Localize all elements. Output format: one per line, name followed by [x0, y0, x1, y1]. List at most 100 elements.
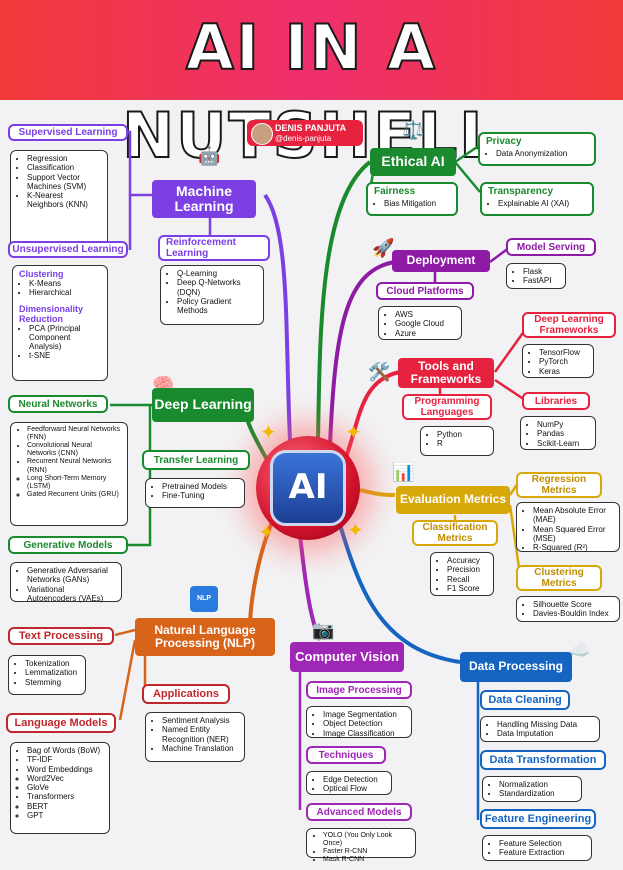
supervised-learning-header: Supervised Learning [8, 124, 128, 141]
list-item: R-Squared (R²) [533, 543, 613, 552]
image-processing-list: Image Segmentation Object Detection Imag… [306, 706, 412, 738]
list-item: Stemming [25, 678, 79, 687]
list-item: BERT [27, 802, 103, 811]
data-transformation-list: Normalization Standardization [482, 776, 582, 802]
list-item: Explainable AI (XAI) [498, 199, 586, 208]
sparkle-icon: ✦ [260, 422, 277, 444]
reinforcement-learning-header: Reinforcement Learning [158, 235, 270, 261]
generative-models-header: Generative Models [8, 536, 128, 554]
list-item: Keras [539, 367, 587, 376]
ml-title: Machine Learning [152, 180, 256, 218]
model-serving-list: Flask FastAPI [506, 263, 566, 289]
list-item: Feedforward Neural Networks (FNN) [27, 426, 121, 442]
text-processing-header: Text Processing [8, 627, 114, 645]
dp-title: Data Processing [460, 652, 572, 682]
list-item: Lemmatization [25, 668, 79, 677]
list-item: GPT [27, 811, 103, 820]
list-item: Policy Gradient Methods [177, 297, 257, 316]
list-item: Image Classification [323, 729, 405, 738]
model-serving-header: Model Serving [506, 238, 596, 256]
advanced-models-list: YOLO (You Only Look Once) Faster R-CNN M… [306, 828, 416, 863]
list-item: Fine-Tuning [162, 491, 238, 500]
list-item: Google Cloud [395, 319, 455, 328]
privacy-box: Privacy Data Anonymization [478, 132, 596, 166]
nlp-icon: NLP [190, 586, 218, 612]
ai-chip-icon: AI [270, 450, 346, 526]
data-cleaning-header: Data Cleaning [480, 690, 570, 710]
clustering-metrics-list: Silhouette Score Davies-Bouldin Index [516, 596, 620, 622]
list-item: R [437, 439, 487, 448]
list-item: Word Embeddings [27, 765, 103, 774]
language-models-header: Language Models [6, 713, 116, 733]
ai-center-label: AI [288, 467, 328, 507]
list-item: Mask R-CNN [323, 856, 409, 864]
author-badge: DENIS PANJUTA @denis-panjuta [247, 120, 363, 146]
language-models-list: Bag of Words (BoW) TF-IDF Word Embedding… [10, 742, 110, 834]
list-item: Mean Absolute Error (MAE) [533, 506, 613, 525]
dl-frameworks-header: Deep Learning Frameworks [522, 312, 616, 338]
list-item: Data Imputation [497, 729, 593, 738]
list-item: TensorFlow [539, 348, 587, 357]
feature-engineering-list: Feature Selection Feature Extraction [482, 835, 592, 861]
advanced-models-header: Advanced Models [306, 803, 412, 821]
transparency-header: Transparency [488, 186, 554, 197]
list-item: Recurrent Neural Networks (RNN) [27, 458, 121, 474]
list-item: Support Vector Machines (SVM) [27, 173, 101, 192]
list-item: Machine Translation [162, 744, 238, 753]
list-item: Faster R-CNN [323, 848, 409, 856]
privacy-header: Privacy [486, 136, 522, 147]
list-item: PCA (Principal Component Analysis) [29, 324, 101, 352]
list-item: Normalization [499, 780, 575, 789]
list-item: Precision [447, 565, 487, 574]
dl-frameworks-list: TensorFlow PyTorch Keras [522, 344, 594, 378]
neural-networks-header: Neural Networks [8, 395, 108, 413]
clustering-metrics-header: Clustering Metrics [516, 565, 602, 591]
unsupervised-learning-list: Clustering K-Means Hierarchical Dimensio… [12, 265, 108, 381]
scales-icon: ⚖️ [402, 120, 425, 140]
classification-metrics-header: Classification Metrics [412, 520, 498, 546]
list-item: GloVe [27, 783, 103, 792]
applications-header: Applications [142, 684, 230, 704]
list-item: Mean Squared Error (MSE) [533, 525, 613, 544]
list-item: FastAPI [523, 276, 559, 285]
nlp-title: Natural Language Processing (NLP) [135, 618, 275, 656]
list-item: K-Nearest Neighbors (KNN) [27, 191, 101, 210]
reinforcement-learning-list: Q-Learning Deep Q-Networks (DQN) Policy … [160, 265, 264, 325]
unsupervised-learning-header: Unsupervised Learning [8, 241, 128, 258]
data-cleaning-list: Handling Missing Data Data Imputation [480, 716, 600, 742]
list-item: Generative Adversarial Networks (GANs) [27, 566, 115, 585]
list-item: AWS [395, 310, 455, 319]
list-item: Named Entity Recognition (NER) [162, 725, 238, 744]
list-item: Pandas [537, 429, 589, 438]
list-item: Accuracy [447, 556, 487, 565]
list-item: Scikit-Learn [537, 439, 589, 448]
author-handle: @denis-panjuta [275, 134, 332, 143]
deploy-title: Deployment [392, 250, 490, 272]
generative-models-list: Generative Adversarial Networks (GANs) V… [10, 562, 122, 603]
list-item: F1 Score [447, 584, 487, 593]
list-item: Standardization [499, 789, 575, 798]
fairness-header: Fairness [374, 186, 416, 197]
bar-chart-icon: 📊 [392, 462, 415, 482]
list-item: Sentiment Analysis [162, 716, 238, 725]
list-item: Hierarchical [29, 288, 101, 297]
cloud-platforms-header: Cloud Platforms [376, 282, 474, 300]
avatar [251, 123, 273, 145]
cv-title: Computer Vision [290, 642, 404, 672]
cloud-gears-icon: ☁️ [568, 640, 591, 660]
clustering-subtitle: Clustering [19, 269, 64, 279]
ai-center-node: AI [256, 436, 360, 540]
sparkle-icon: ✦ [347, 520, 364, 542]
applications-list: Sentiment Analysis Named Entity Recognit… [145, 712, 245, 762]
libraries-list: NumPy Pandas Scikit-Learn [520, 416, 596, 450]
author-name: DENIS PANJUTA [275, 123, 347, 133]
techniques-list: Edge Detection Optical Flow [306, 771, 392, 795]
list-item: Gated Recurrent Units (GRU) [27, 491, 121, 499]
list-item: Image Segmentation [323, 710, 405, 719]
fairness-box: Fairness Bias Mitigation [366, 182, 458, 216]
list-item: t-SNE [29, 351, 101, 360]
title-banner: AI IN A NUTSHELL [0, 0, 623, 173]
list-item: PyTorch [539, 357, 587, 366]
list-item: Bag of Words (BoW) [27, 746, 103, 755]
list-item: Python [437, 430, 487, 439]
